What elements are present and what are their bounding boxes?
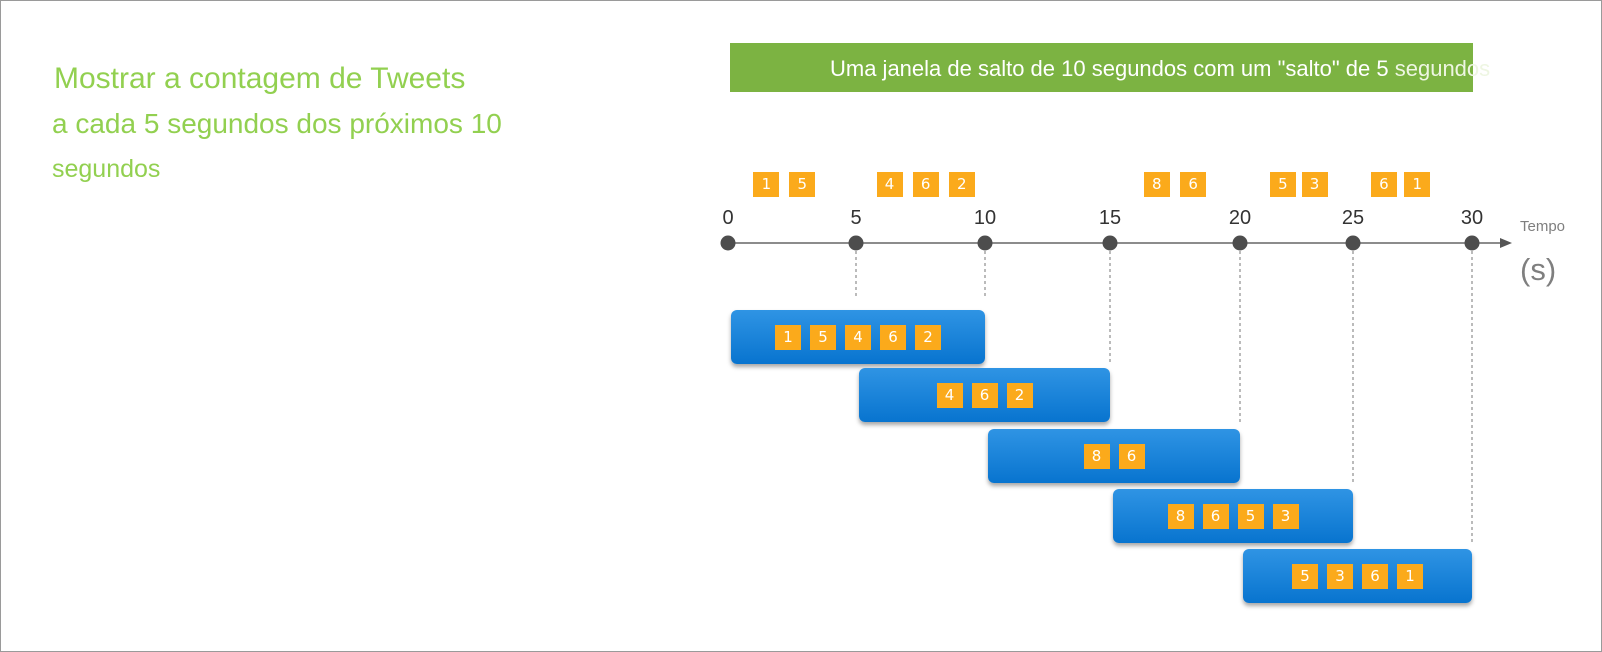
tweet-event: 1 [753,172,780,197]
tweet-event: 5 [789,172,816,197]
tick-label: 25 [1341,207,1365,229]
banner-title-main: Uma janela de salto de 10 segundos com u… [830,56,1389,81]
window-tweet: 4 [845,325,871,350]
tweet-event: 5 [1269,172,1296,197]
tick-label: 15 [1098,207,1122,229]
tweet-event: 6 [1370,172,1397,197]
window-tweet: 6 [1202,504,1229,529]
window-tweet: 4 [936,383,963,408]
banner-title: Uma janela de salto de 10 segundos com u… [830,56,1490,82]
tick-dot [848,235,864,251]
window-tweet: 2 [915,325,941,350]
window-tweet: 5 [1237,504,1264,529]
window-tweet: 8 [1167,504,1194,529]
window-tweet: 3 [1272,504,1299,529]
tick-label: 5 [850,207,862,229]
tick-label: 10 [973,207,997,229]
window-tweet: 1 [1397,564,1423,589]
banner-title-overflow: segundos [1388,56,1491,81]
window-tweet: 3 [1327,564,1353,589]
tick-label: 30 [1460,207,1484,229]
tick-label: 20 [1228,207,1252,229]
tick-dot [1464,235,1480,251]
tick-dot [720,235,736,251]
window-tweet: 6 [1362,564,1388,589]
caption-line-1: Mostrar a contagem de Tweets [54,62,466,95]
unit-label: (s) [1520,252,1557,287]
window-tweet: 6 [1118,444,1145,469]
tick-dot [1345,235,1361,251]
caption-line-3: segundos [52,155,161,183]
tick-dot [1232,235,1248,251]
tweet-event: 2 [948,172,975,197]
window-tweet: 5 [1292,564,1318,589]
axis-arrow-icon [1500,238,1512,248]
window-tweet: 6 [880,325,906,350]
tick-label: 0 [722,207,734,229]
caption-line-2: a cada 5 segundos dos próximos 10 [52,108,502,139]
window-tweet: 8 [1083,444,1110,469]
tweet-event: 6 [1180,172,1207,197]
window-tweet: 6 [971,383,998,408]
tweet-event: 4 [876,172,903,197]
axis-label: Tempo [1520,218,1566,235]
tick-dot [977,235,993,251]
tick-dot [1102,235,1118,251]
tweet-event: 1 [1404,172,1431,197]
tweet-event: 8 [1143,172,1170,197]
title-banner [730,43,1473,92]
tweet-event: 3 [1301,172,1328,197]
window-tweet: 1 [775,325,801,350]
window-tweet: 5 [810,325,836,350]
window-tweet: 2 [1006,383,1033,408]
tweet-event: 6 [912,172,939,197]
